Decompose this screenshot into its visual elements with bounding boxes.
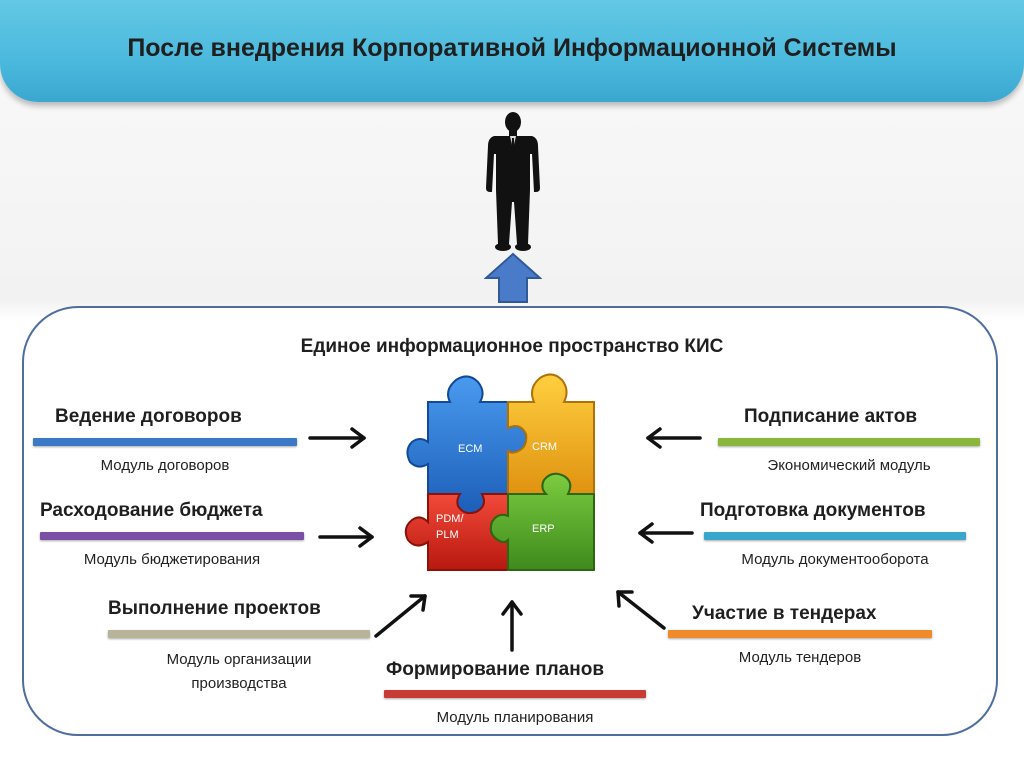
- budget-title: Расходование бюджета: [40, 500, 263, 521]
- tenders-module: Модуль тендеров: [738, 649, 862, 666]
- plans-module: Модуль планирования: [436, 709, 594, 726]
- docs-module: Модуль документооборота: [741, 551, 929, 568]
- contracts-module: Модуль договоров: [100, 457, 230, 474]
- acts-bar: [718, 438, 980, 446]
- acts-module: Экономический модуль: [767, 457, 931, 474]
- projects-module: Модуль организации производства: [166, 651, 312, 692]
- docs-bar: [704, 532, 966, 540]
- kis-title: Единое информационное пространство КИС: [300, 336, 724, 357]
- budget-module: Модуль бюджетирования: [83, 551, 261, 568]
- contracts-bar: [33, 438, 297, 446]
- page-title: После внедрения Корпоративной Информацио…: [127, 33, 897, 62]
- pdm-label: PDM/: [436, 513, 464, 525]
- plm-label: PLM: [436, 529, 459, 541]
- up-arrow-icon: [484, 252, 542, 303]
- budget-bar: [40, 532, 304, 540]
- puzzle-piece-pdm: PDM/ PLM: [404, 493, 509, 571]
- ecm-label: ECM: [458, 443, 482, 455]
- tenders-title: Участие в тендерах: [692, 603, 877, 624]
- acts-title: Подписание актов: [744, 406, 918, 427]
- header-banner: После внедрения Корпоративной Информацио…: [0, 0, 1024, 102]
- contracts-title: Ведение договоров: [55, 406, 242, 427]
- puzzle-graphic: ECM CRM PDM/ PLM ERP: [404, 373, 595, 571]
- plans-bar: [384, 690, 646, 698]
- projects-bar: [108, 630, 370, 638]
- crm-label: CRM: [532, 441, 557, 453]
- tenders-bar: [668, 630, 932, 638]
- plans-title: Формирование планов: [386, 659, 604, 680]
- projects-title: Выполнение проектов: [108, 598, 321, 619]
- businessman-icon: [486, 112, 540, 251]
- puzzle-piece-erp: ERP: [489, 472, 595, 571]
- erp-label: ERP: [532, 523, 555, 535]
- docs-title: Подготовка документов: [700, 500, 926, 521]
